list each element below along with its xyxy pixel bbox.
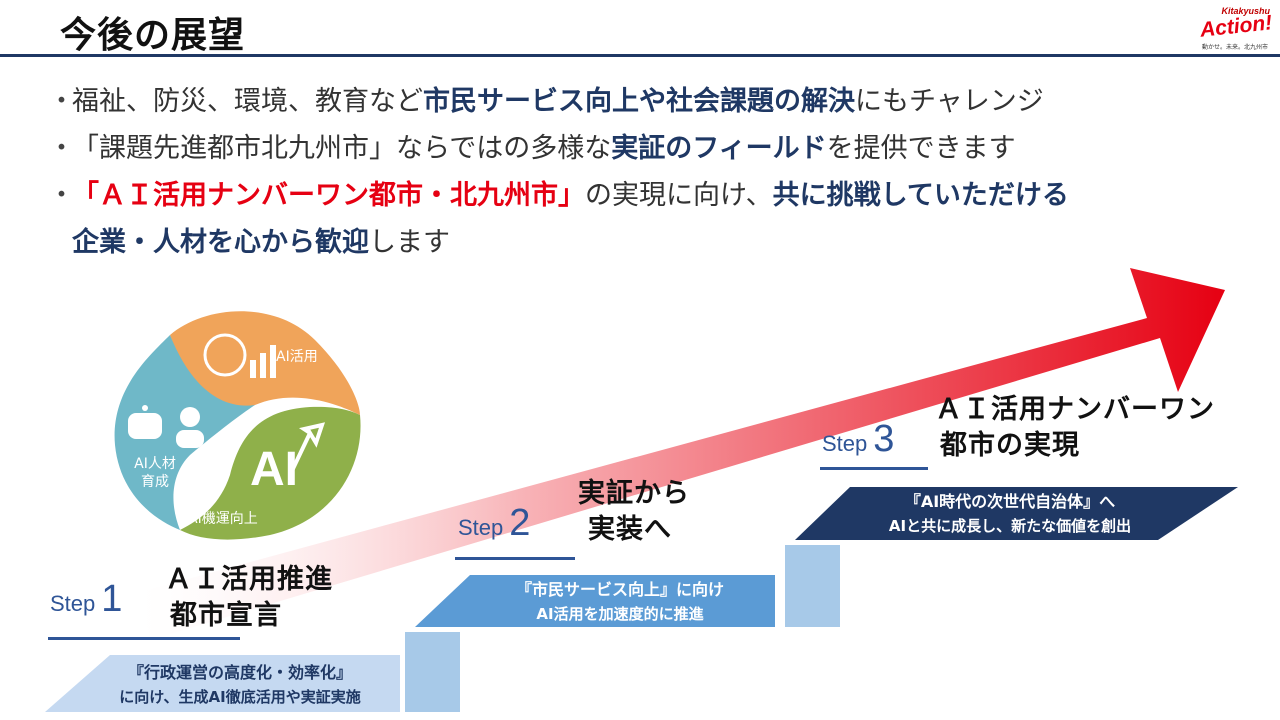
title-divider: [0, 54, 1280, 57]
step3-banner-line2: AIと共に成長し、新たな価値を創出: [888, 517, 1132, 535]
step2-title: 実証から 実装へ: [578, 476, 690, 548]
step1-banner: [45, 655, 400, 712]
step1-banner-text: 『行政運営の高度化・効率化』 に向け、生成AI徹底活用や実証実施: [70, 661, 410, 709]
logo-line1: Kitakyushu: [1221, 6, 1270, 16]
step-word: Step: [50, 591, 96, 616]
step3-title-line2: 都市の実現: [940, 430, 1080, 461]
step2-block: [785, 545, 840, 627]
step1-title-line1: ＡＩ活用推進: [165, 564, 333, 595]
bullet-item: ・福祉、防災、環境、教育など市民サービス向上や社会課題の解決にもチャレンジ: [48, 78, 1268, 125]
step3-banner-text: 『AI時代の次世代自治体』へ AIと共に成長し、新たな価値を創出: [845, 490, 1175, 538]
bullet-item: 企業・人材を心から歓迎します: [48, 219, 1268, 266]
step1-banner-line2: に向け、生成AI徹底活用や実証実施: [119, 688, 361, 706]
bullet-list: ・福祉、防災、環境、教育など市民サービス向上や社会課題の解決にもチャレンジ ・「…: [48, 78, 1268, 266]
bullet-text: にもチャレンジ: [855, 86, 1044, 117]
wheel-label-momentum: AI機運向上: [188, 511, 258, 527]
brain-icon: [203, 333, 247, 377]
page-title: 今後の展望: [60, 15, 246, 56]
step1-underline: [48, 637, 240, 640]
wheel-label-talent: AI人材 育成: [134, 456, 176, 490]
city-logo: Kitakyushu Action! 動かせ。未来。北九州市: [1178, 6, 1274, 51]
arrow-up-icon: [288, 422, 326, 476]
chart-icon: [250, 345, 276, 378]
bullet-item: ・「課題先進都市北九州市」ならではの多様な実証のフィールドを提供できます: [48, 125, 1268, 172]
step2-title-line1: 実証から: [578, 478, 690, 509]
step2-banner-text: 『市民サービス向上』に向け AI活用を加速度的に推進: [465, 578, 775, 626]
bullet-dot: ・: [48, 133, 75, 164]
step2-banner: [415, 575, 775, 627]
step2-title-line2: 実装へ: [588, 514, 672, 545]
step3-banner: [795, 487, 1238, 540]
step3-underline: [820, 467, 928, 470]
step-number: 1: [101, 578, 123, 620]
bullet-emphasis: 企業・人材を心から歓迎: [72, 227, 369, 258]
bullet-dot: ・: [48, 180, 75, 211]
step1-title: ＡＩ活用推進 都市宣言: [165, 562, 333, 634]
bullet-highlight: 「ＡＩ活用ナンバーワン都市・北九州市」: [72, 180, 585, 211]
bullet-emphasis: 実証のフィールド: [611, 133, 827, 164]
bullet-text: 福祉、防災、環境、教育など: [72, 86, 423, 117]
robot-icon: [128, 405, 162, 439]
bullet-text: の実現に向け、: [585, 180, 773, 211]
growth-diagram: [45, 268, 1238, 712]
logo-line2: Action!: [1198, 11, 1273, 42]
bullet-dot: ・: [48, 86, 75, 117]
ai-cycle-wheel: AI: [114, 311, 361, 540]
growth-arrow: [140, 268, 1225, 640]
step-number: 3: [873, 418, 895, 460]
bullet-text: 「課題先進都市北九州市」ならではの多様な: [72, 133, 612, 164]
logo-line3: 動かせ。未来。北九州市: [1201, 44, 1268, 51]
step2-underline: [455, 557, 575, 560]
bullet-emphasis: 共に挑戦していただける: [772, 180, 1069, 211]
bullet-text: を提供できます: [826, 133, 1016, 164]
step1-title-line2: 都市宣言: [170, 600, 282, 631]
person-icon: [176, 407, 204, 448]
step3-title: ＡＩ活用ナンバーワン 都市の実現: [935, 392, 1215, 464]
step-word: Step: [822, 431, 868, 456]
step1-banner-line1: 『行政運営の高度化・効率化』: [127, 663, 352, 682]
step3-banner-line1: 『AI時代の次世代自治体』へ: [904, 492, 1116, 511]
step-word: Step: [458, 515, 504, 540]
bullet-text: します: [369, 227, 450, 258]
step2-banner-line1: 『市民サービス向上』に向け: [515, 580, 724, 599]
ai-logo-icon: AI: [250, 443, 298, 496]
step3-title-line1: ＡＩ活用ナンバーワン: [935, 394, 1215, 425]
wheel-label-ai-use: AI活用: [276, 349, 318, 365]
step-number: 2: [509, 502, 531, 544]
bullet-emphasis: 市民サービス向上や社会課題の解決: [423, 86, 855, 117]
step1-block: [405, 632, 460, 712]
step2-banner-line2: AI活用を加速度的に推進: [536, 605, 704, 623]
bullet-item: ・「ＡＩ活用ナンバーワン都市・北九州市」の実現に向け、共に挑戦していただける: [48, 172, 1268, 219]
